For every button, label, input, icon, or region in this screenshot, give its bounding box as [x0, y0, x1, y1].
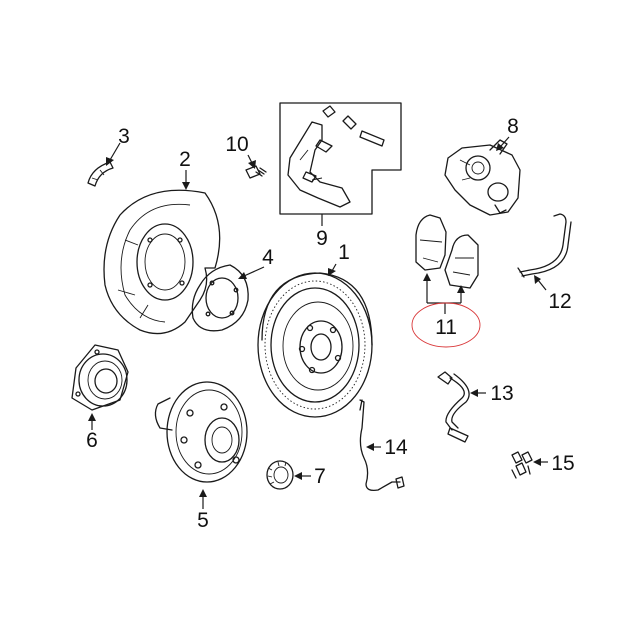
callout-3[interactable]: 3 [118, 125, 130, 148]
brake-caliper-part[interactable] [444, 139, 521, 216]
callout-14[interactable]: 14 [384, 436, 408, 459]
pad-wear-sensor-part[interactable] [517, 213, 572, 278]
callout-15[interactable]: 15 [551, 452, 574, 475]
dust-shield-part[interactable] [103, 189, 221, 335]
abs-sensor-part[interactable] [359, 399, 405, 492]
callout-1[interactable]: 1 [338, 241, 350, 264]
axle-nut-part[interactable] [266, 460, 294, 490]
brake-rotor-part[interactable] [257, 272, 373, 418]
callout-7[interactable]: 7 [314, 465, 326, 488]
callout-5[interactable]: 5 [197, 509, 209, 532]
callout-12[interactable]: 12 [548, 290, 571, 313]
caliper-bracket-kit-box[interactable] [279, 102, 402, 215]
wheel-hub-part[interactable] [154, 381, 248, 483]
clip-part[interactable] [87, 161, 114, 187]
brake-pads-part[interactable] [415, 214, 479, 289]
callout-2[interactable]: 2 [179, 148, 191, 171]
callout-10[interactable]: 10 [225, 133, 248, 156]
clips-part[interactable] [511, 451, 533, 479]
callout-leaders [88, 136, 548, 509]
highlight-circle [411, 302, 481, 348]
callout-13[interactable]: 13 [490, 382, 513, 405]
brake-hose-part[interactable] [437, 371, 470, 443]
callout-6[interactable]: 6 [86, 429, 98, 452]
callout-9[interactable]: 9 [316, 227, 328, 250]
callout-4[interactable]: 4 [262, 246, 274, 269]
backing-plate-part[interactable] [191, 264, 249, 332]
bolt-part[interactable] [245, 165, 267, 179]
wheel-bearing-part[interactable] [71, 344, 129, 411]
callout-8[interactable]: 8 [507, 115, 519, 138]
callout-labels: 1 2 3 4 5 6 7 8 9 10 11 12 13 14 15 [86, 115, 575, 532]
callout-11[interactable]: 11 [435, 316, 457, 339]
